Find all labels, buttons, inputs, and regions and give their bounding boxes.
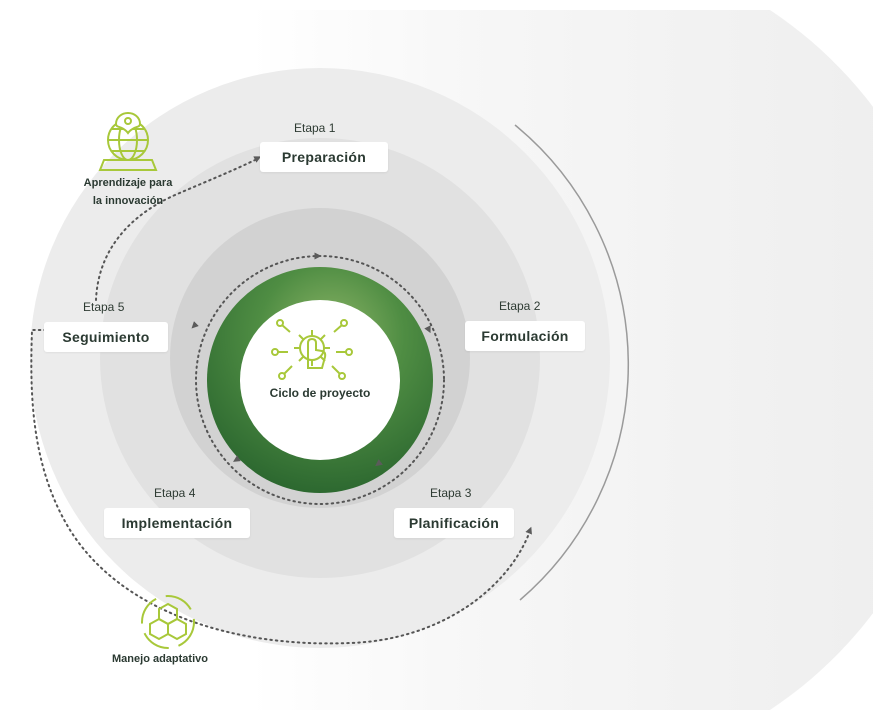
globe-computer-icon — [98, 111, 158, 171]
stage-4-label: Etapa 4 — [154, 486, 196, 500]
stage-4-box[interactable]: Implementación — [104, 508, 250, 538]
center-title: Ciclo de proyecto — [269, 386, 371, 400]
outer-arc-line — [514, 124, 630, 601]
stage-1-box[interactable]: Preparación — [260, 142, 388, 172]
adaptive-management-caption: Manejo adaptativo — [112, 653, 208, 665]
stage-2-box[interactable]: Formulación — [465, 321, 585, 351]
learning-caption-line-1: Aprendizaje para — [83, 177, 173, 189]
stage-5-label: Etapa 5 — [83, 300, 125, 314]
center-disc — [240, 300, 400, 460]
stage-5-box[interactable]: Seguimiento — [44, 322, 168, 352]
stage-3-box[interactable]: Planificación — [394, 508, 514, 538]
hexagon-cycle-icon — [141, 595, 195, 649]
learning-caption-line-2: la innovación — [92, 195, 164, 207]
learning-caption: Aprendizaje para la innovación — [60, 174, 196, 210]
gear-hand-icon — [271, 319, 353, 380]
stage-3-label: Etapa 3 — [430, 486, 472, 500]
stage-2-label: Etapa 2 — [499, 299, 541, 313]
outer-loop-dots — [30, 329, 529, 645]
stage-1-label: Etapa 1 — [294, 121, 336, 135]
learning-loop-dots — [95, 159, 256, 301]
